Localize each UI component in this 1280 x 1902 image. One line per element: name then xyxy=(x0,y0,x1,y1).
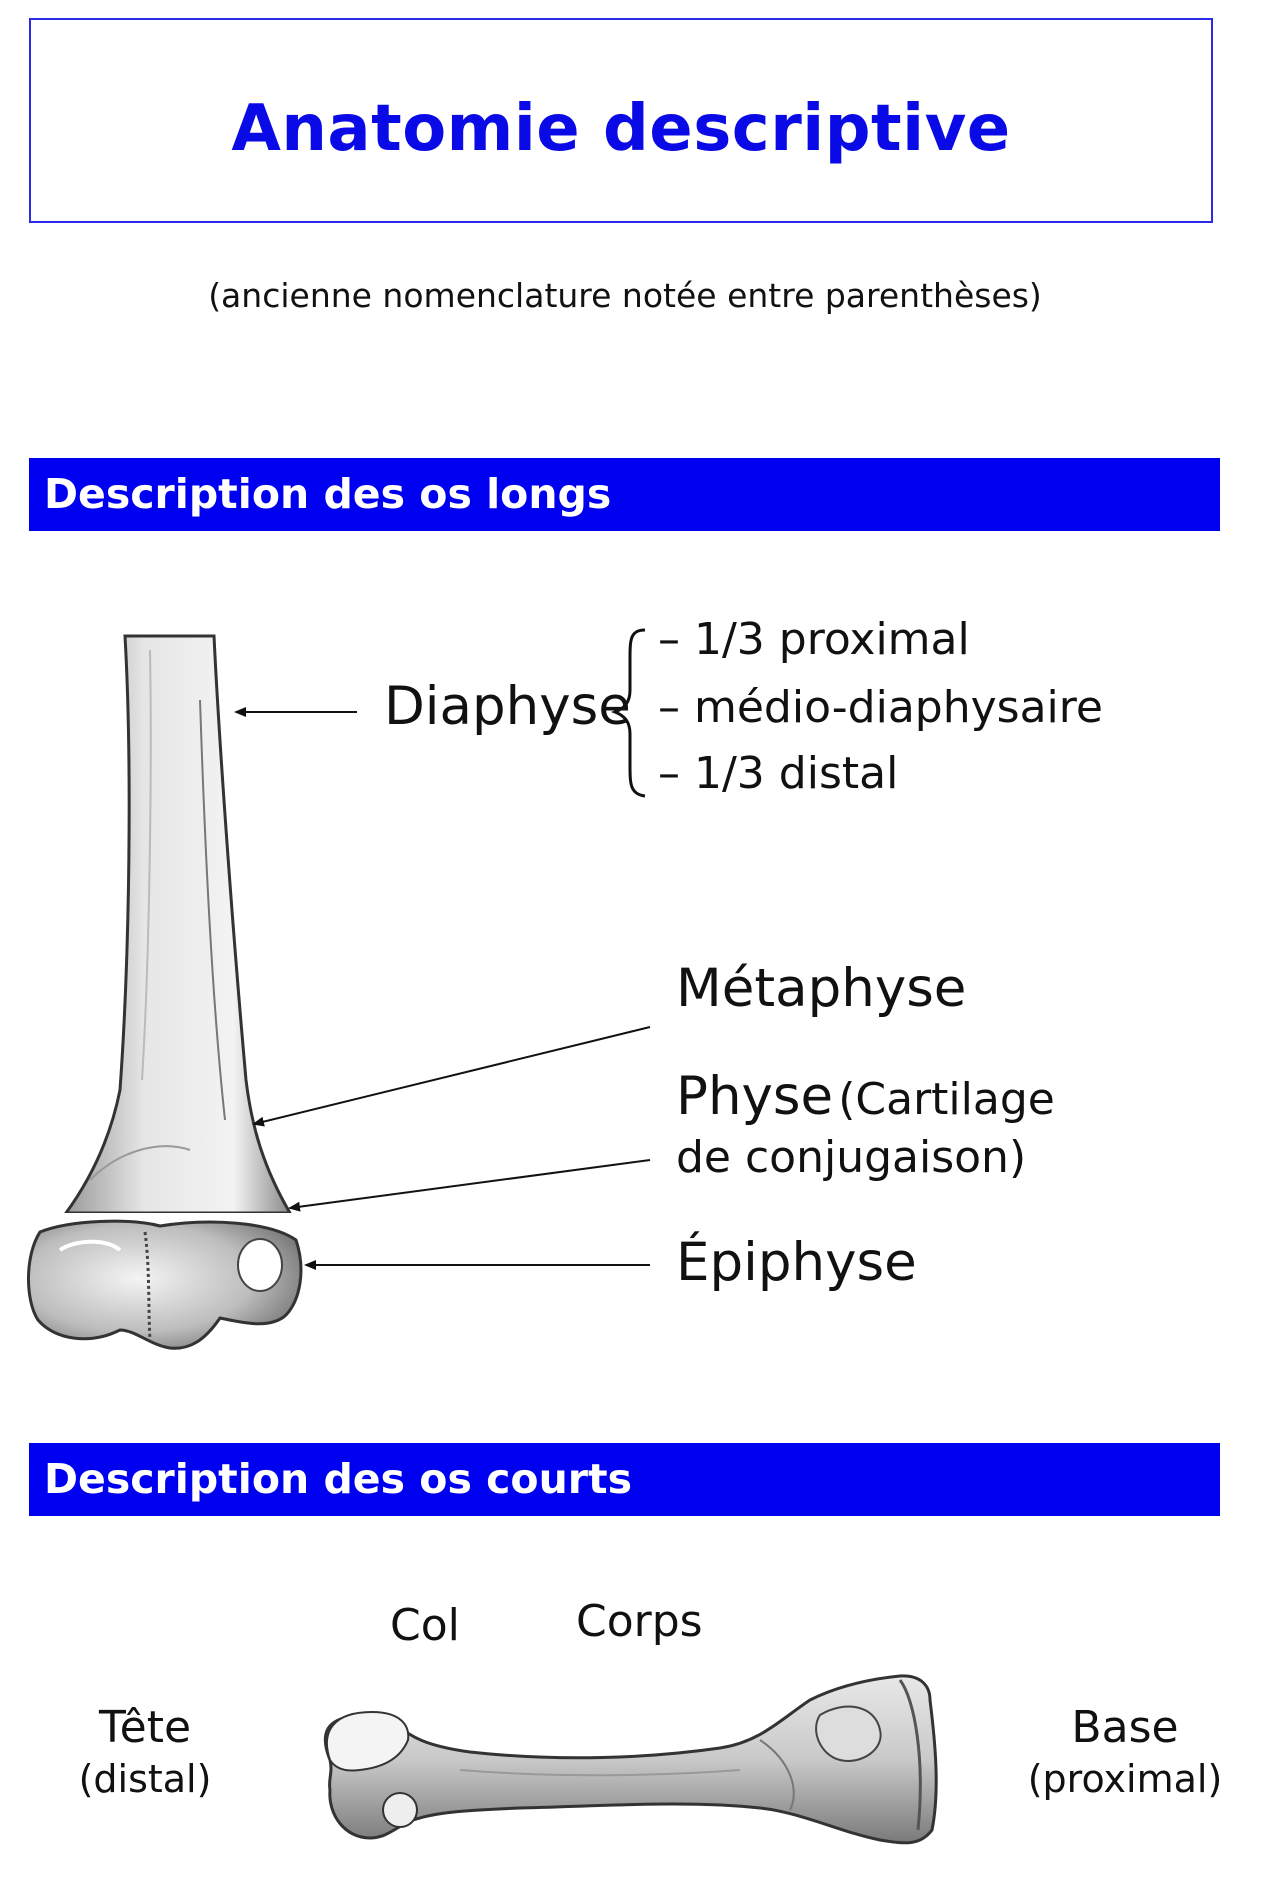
label-physe-group: Physe (Cartilage xyxy=(676,1066,1055,1127)
diaphyse-part-proximal: – 1/3 proximal xyxy=(658,614,970,665)
bone-epiphysis xyxy=(27,1219,303,1350)
arrow-metaphyse xyxy=(252,1026,651,1127)
label-tete-group: Tête (distal) xyxy=(60,1702,230,1801)
label-base: Base xyxy=(1071,1702,1179,1753)
label-base-group: Base (proximal) xyxy=(1020,1702,1230,1801)
label-tete: Tête xyxy=(98,1702,192,1753)
label-epiphyse: Épiphyse xyxy=(676,1232,917,1293)
curly-brace xyxy=(610,628,646,798)
label-base-sub: (proximal) xyxy=(1027,1757,1223,1801)
section-header-long-bones: Description des os longs xyxy=(29,458,1220,531)
title-box: Anatomie descriptive xyxy=(29,18,1213,223)
label-corps: Corps xyxy=(576,1596,703,1647)
arrow-physe xyxy=(288,1159,651,1212)
diaphyse-part-distal: – 1/3 distal xyxy=(658,748,899,799)
label-physe-old-2: de conjugaison) xyxy=(676,1132,1027,1183)
label-col: Col xyxy=(390,1600,460,1651)
label-physe: Physe xyxy=(676,1066,834,1127)
label-metaphyse: Métaphyse xyxy=(676,958,967,1019)
page-title: Anatomie descriptive xyxy=(231,92,1011,166)
label-diaphyse: Diaphyse xyxy=(384,676,631,737)
page-subtitle: (ancienne nomenclature notée entre paren… xyxy=(208,276,1042,315)
label-tete-sub: (distal) xyxy=(78,1757,212,1801)
section-header-short-bones: Description des os courts xyxy=(29,1443,1220,1516)
diaphyse-part-medio: – médio-diaphysaire xyxy=(658,682,1103,733)
label-physe-old-1: (Cartilage xyxy=(838,1074,1055,1125)
phalanx-bone xyxy=(323,1674,938,1845)
